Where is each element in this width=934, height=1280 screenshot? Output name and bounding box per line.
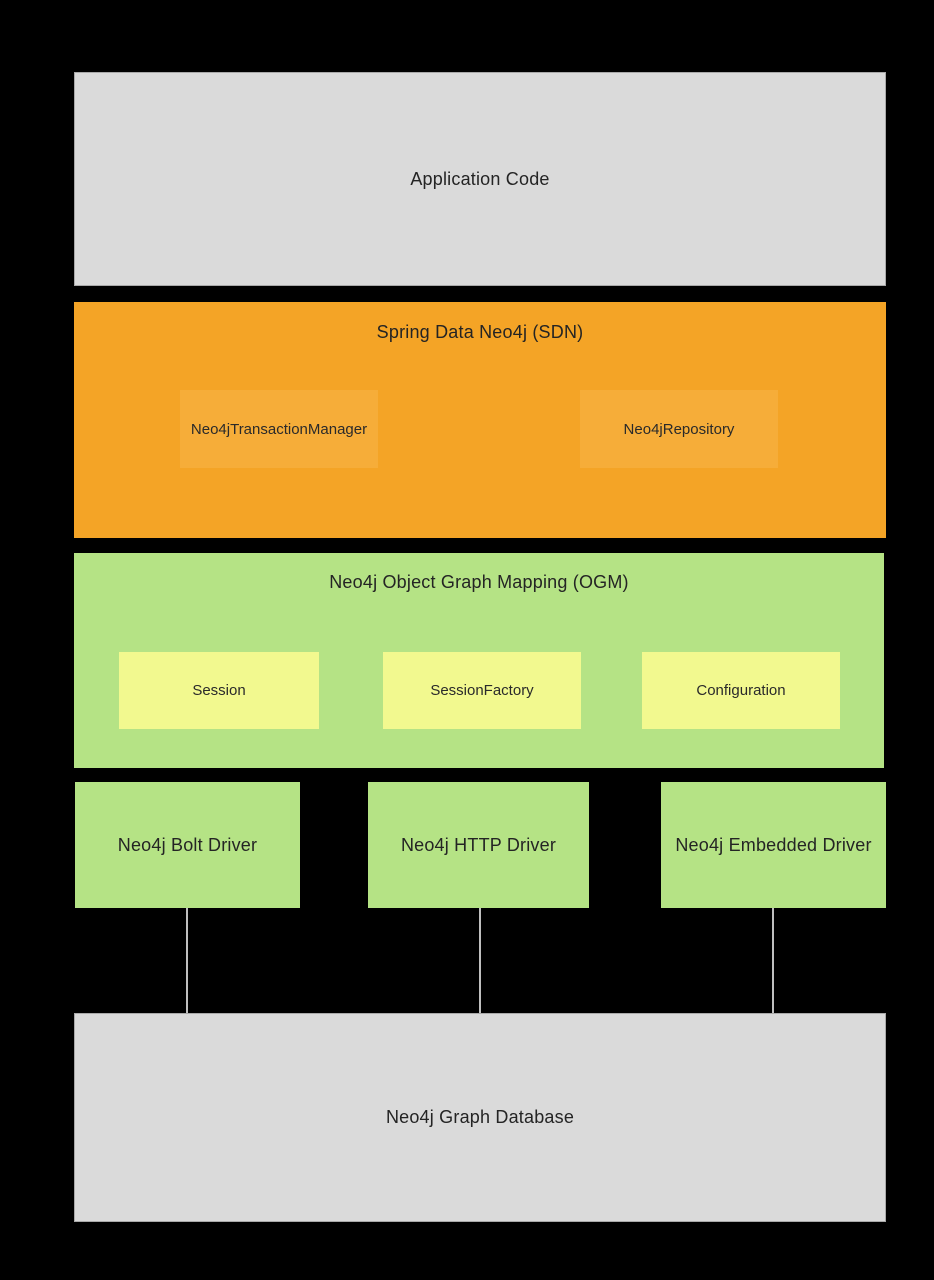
neo4j-transaction-manager-box: Neo4jTransactionManager xyxy=(180,390,378,468)
http-driver-connector-line xyxy=(479,908,481,1013)
sdn-layer-title: Spring Data Neo4j (SDN) xyxy=(376,322,584,342)
sdn-layer-box: Spring Data Neo4j (SDN) Neo4jTransaction… xyxy=(74,302,886,538)
neo4j-transaction-manager-label: Neo4jTransactionManager xyxy=(190,420,368,438)
neo4j-repository-label: Neo4jRepository xyxy=(623,420,735,438)
ogm-layer-box: Neo4j Object Graph Mapping (OGM) Session… xyxy=(74,553,884,768)
http-driver-box: Neo4j HTTP Driver xyxy=(368,782,589,908)
session-box: Session xyxy=(119,652,319,729)
neo4j-repository-box: Neo4jRepository xyxy=(580,390,778,468)
embedded-driver-box: Neo4j Embedded Driver xyxy=(661,782,886,908)
graph-database-label: Neo4j Graph Database xyxy=(385,1107,575,1127)
application-code-label: Application Code xyxy=(410,168,550,189)
graph-database-box: Neo4j Graph Database xyxy=(74,1013,886,1222)
bolt-driver-connector-line xyxy=(186,908,188,1013)
bolt-driver-box: Neo4j Bolt Driver xyxy=(75,782,300,908)
configuration-box: Configuration xyxy=(642,652,840,729)
bolt-driver-label: Neo4j Bolt Driver xyxy=(117,834,258,855)
session-label: Session xyxy=(192,682,246,699)
embedded-driver-connector-line xyxy=(772,908,774,1013)
configuration-label: Configuration xyxy=(696,682,786,699)
embedded-driver-label: Neo4j Embedded Driver xyxy=(675,834,872,855)
session-factory-box: SessionFactory xyxy=(383,652,581,729)
http-driver-label: Neo4j HTTP Driver xyxy=(400,834,557,855)
session-factory-label: SessionFactory xyxy=(430,682,534,699)
ogm-layer-title: Neo4j Object Graph Mapping (OGM) xyxy=(329,572,629,592)
application-code-box: Application Code xyxy=(74,72,886,286)
